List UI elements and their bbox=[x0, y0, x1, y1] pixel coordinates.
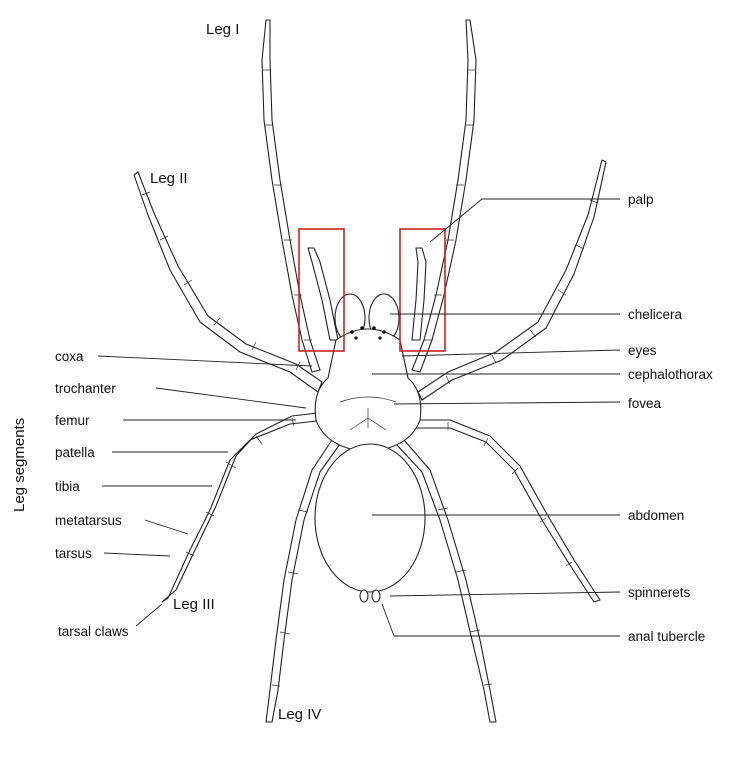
leg-2-right bbox=[417, 159, 607, 401]
leg-3-right bbox=[409, 419, 601, 603]
palp-right bbox=[411, 247, 427, 341]
label-trochanter: trochanter bbox=[55, 381, 116, 396]
label-leg-4: Leg IV bbox=[278, 706, 321, 723]
cephalothorax bbox=[314, 328, 422, 453]
label-abdomen: abdomen bbox=[628, 508, 684, 523]
leg-3-left bbox=[161, 411, 327, 603]
leg-4-right bbox=[395, 439, 497, 723]
palp-left bbox=[307, 247, 339, 341]
palp-highlight-box-left bbox=[298, 228, 345, 352]
leg-4-left bbox=[265, 439, 341, 723]
label-coxa: coxa bbox=[55, 349, 84, 364]
label-tarsal-claws: tarsal claws bbox=[58, 624, 129, 639]
label-metatarsus: metatarsus bbox=[55, 513, 122, 528]
eyes-cluster bbox=[350, 326, 386, 340]
label-tibia: tibia bbox=[55, 479, 80, 494]
label-tarsus: tarsus bbox=[55, 546, 92, 561]
leg-1-right bbox=[411, 19, 477, 373]
label-chelicera: chelicera bbox=[628, 307, 683, 322]
label-leg-3: Leg III bbox=[173, 596, 215, 613]
leader-lines bbox=[97, 198, 621, 637]
leg-2-left bbox=[133, 171, 323, 393]
label-cephalothorax: cephalothorax bbox=[628, 367, 713, 382]
label-anal-tubercle: anal tubercle bbox=[628, 629, 705, 644]
palp-highlight-box-right bbox=[399, 228, 446, 352]
label-patella: patella bbox=[55, 445, 95, 460]
spinnerets bbox=[359, 589, 381, 603]
label-palp: palp bbox=[628, 192, 654, 207]
label-leg-2: Leg II bbox=[150, 170, 188, 187]
label-spinnerets: spinnerets bbox=[628, 585, 691, 600]
label-fovea: fovea bbox=[628, 396, 662, 411]
label-leg-1: Leg I bbox=[206, 21, 239, 38]
label-femur: femur bbox=[55, 413, 90, 428]
abdomen bbox=[314, 443, 426, 593]
label-leg-segments: Leg segments bbox=[11, 418, 28, 512]
label-eyes: eyes bbox=[628, 343, 657, 358]
leg-1-left bbox=[261, 19, 321, 373]
